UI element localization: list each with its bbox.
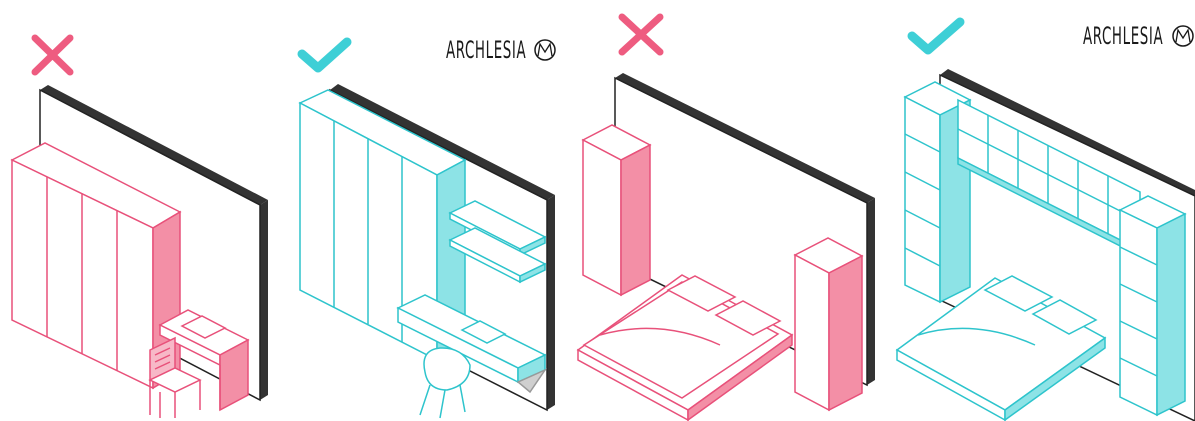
brand-wordmark: ARCHLESIA xyxy=(1083,22,1163,50)
brand-wordmark: ARCHLESIA xyxy=(446,36,526,64)
shell-chair xyxy=(420,348,470,418)
m-circle-logo-icon xyxy=(535,40,555,60)
panel-1-wrong-wardrobe-desk xyxy=(12,38,268,418)
storage-tower-right xyxy=(1120,196,1185,415)
brand-logo-1 xyxy=(535,40,555,60)
panel-3-wrong-bedroom xyxy=(578,17,875,420)
brand-logo-2 xyxy=(1173,26,1193,46)
cross-icon xyxy=(622,17,660,52)
panel-4-right-bedroom xyxy=(897,22,1195,421)
panel-2-right-wardrobe-desk xyxy=(300,40,555,418)
check-icon xyxy=(302,42,347,68)
check-icon xyxy=(912,22,960,50)
tall-cabinet-right xyxy=(795,238,862,410)
m-circle-logo-icon xyxy=(1173,26,1193,46)
tall-cabinet-left xyxy=(583,125,650,295)
cross-icon xyxy=(35,38,70,72)
